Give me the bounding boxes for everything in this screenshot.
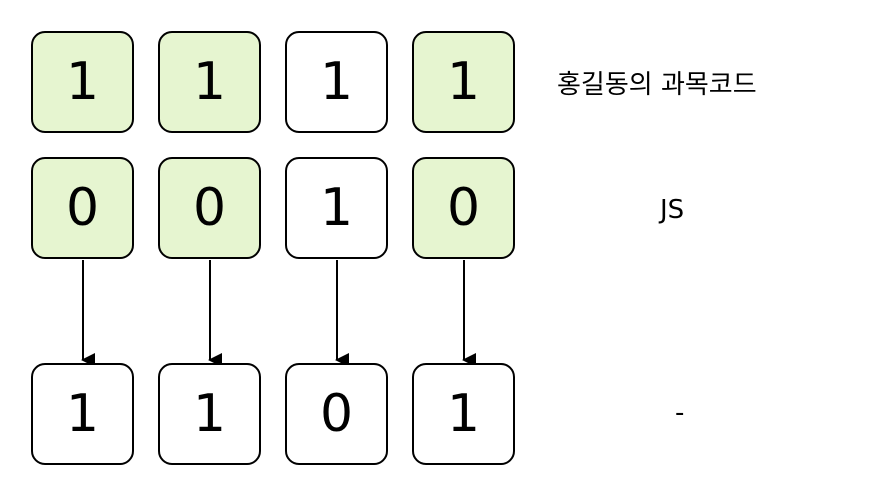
bit-cell-row2-col3: 1: [285, 157, 388, 259]
bit-cell-row1-col4: 1: [412, 31, 515, 133]
bit-cell-row3-col3: 0: [285, 363, 388, 465]
bit-cell-row2-col4: 0: [412, 157, 515, 259]
bit-cell-row2-col1: 0: [31, 157, 134, 259]
bit-cell-row1-col3: 1: [285, 31, 388, 133]
bit-cell-row3-col4: 1: [412, 363, 515, 465]
bit-cell-row1-col1: 1: [31, 31, 134, 133]
bit-cell-row3-col1: 1: [31, 363, 134, 465]
row-label-subject-code: 홍길동의 과목코드: [557, 70, 757, 100]
bit-cell-row3-col2: 1: [158, 363, 261, 465]
bit-cell-row2-col2: 0: [158, 157, 261, 259]
bit-cell-row1-col2: 1: [158, 31, 261, 133]
row-label-result: -: [675, 398, 685, 428]
row-label-js: JS: [660, 195, 685, 225]
